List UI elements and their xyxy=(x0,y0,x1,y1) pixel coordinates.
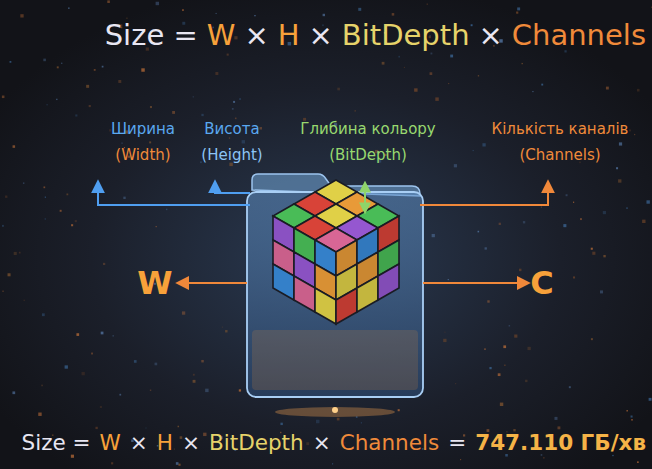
label-en: (Height) xyxy=(201,146,262,164)
operator: × xyxy=(313,430,331,455)
result-value: 747.110 ГБ/хв xyxy=(475,430,646,455)
formula-heading: Size =W×H×BitDepth×Channels xyxy=(105,18,646,52)
glow-base xyxy=(275,407,395,417)
label-en: (BitDepth) xyxy=(329,146,407,164)
operator: = xyxy=(448,430,466,455)
label-en: (Width) xyxy=(115,146,170,164)
label-en: (Channels) xyxy=(519,146,600,164)
formula-part: Size = xyxy=(22,430,91,455)
formula-part: Size = xyxy=(105,18,198,52)
variable-h: H xyxy=(278,18,300,52)
height-leader xyxy=(215,182,250,193)
operator: × xyxy=(309,18,333,52)
operator: × xyxy=(479,18,503,52)
rgb-cube xyxy=(273,180,399,324)
variable-channels: Channels xyxy=(512,18,646,52)
operator: × xyxy=(130,430,148,455)
variable-bitdepth: BitDepth xyxy=(342,18,470,52)
folder-icon xyxy=(247,174,423,397)
operator: × xyxy=(182,430,200,455)
width-leader xyxy=(98,182,250,205)
variable-w: W xyxy=(100,430,121,455)
axis-letter: W xyxy=(137,264,172,302)
c-arrow xyxy=(423,282,528,284)
label-ua: Глибина кольору xyxy=(300,120,436,138)
glow-dot xyxy=(332,407,338,413)
variable-w: W xyxy=(207,18,236,52)
channels-leader xyxy=(420,182,548,205)
w-arrow xyxy=(178,282,247,284)
variable-channels: Channels xyxy=(340,430,439,455)
label-ua: Кількість каналів xyxy=(492,120,629,138)
formula-result: Size = W × H × BitDepth × Channels = 747.110 ГБ/х… xyxy=(22,430,646,455)
operator: × xyxy=(244,18,268,52)
bitdepth-leader xyxy=(364,183,366,212)
axis-letter: C xyxy=(530,264,553,302)
label-ua: Ширина xyxy=(111,120,175,138)
label-ua: Висота xyxy=(204,120,259,138)
variable-bitdepth: BitDepth xyxy=(209,430,304,455)
variable-h: H xyxy=(157,430,173,455)
